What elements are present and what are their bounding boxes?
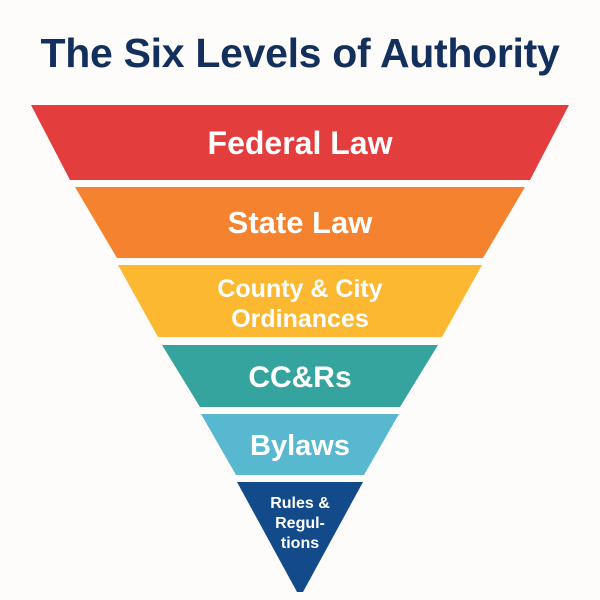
diagram-title: The Six Levels of Authority [40, 30, 560, 76]
level-label: Rules & [270, 495, 330, 512]
level-label: State Law [228, 205, 374, 240]
level-label: Regul- [275, 515, 325, 532]
level-federal-law [31, 105, 569, 180]
level-state-law [75, 187, 525, 258]
level-rules-regulations [237, 482, 363, 592]
level-label: Bylaws [250, 430, 350, 462]
level-label: Ordinances [231, 305, 369, 333]
level-ccrs [162, 345, 438, 407]
level-label: CC&Rs [248, 361, 351, 394]
level-label: County & City [217, 275, 382, 303]
level-county-city-ordinances [118, 265, 482, 337]
level-bylaws [201, 414, 399, 475]
level-label: tions [281, 535, 319, 552]
level-label: Federal Law [208, 125, 393, 161]
